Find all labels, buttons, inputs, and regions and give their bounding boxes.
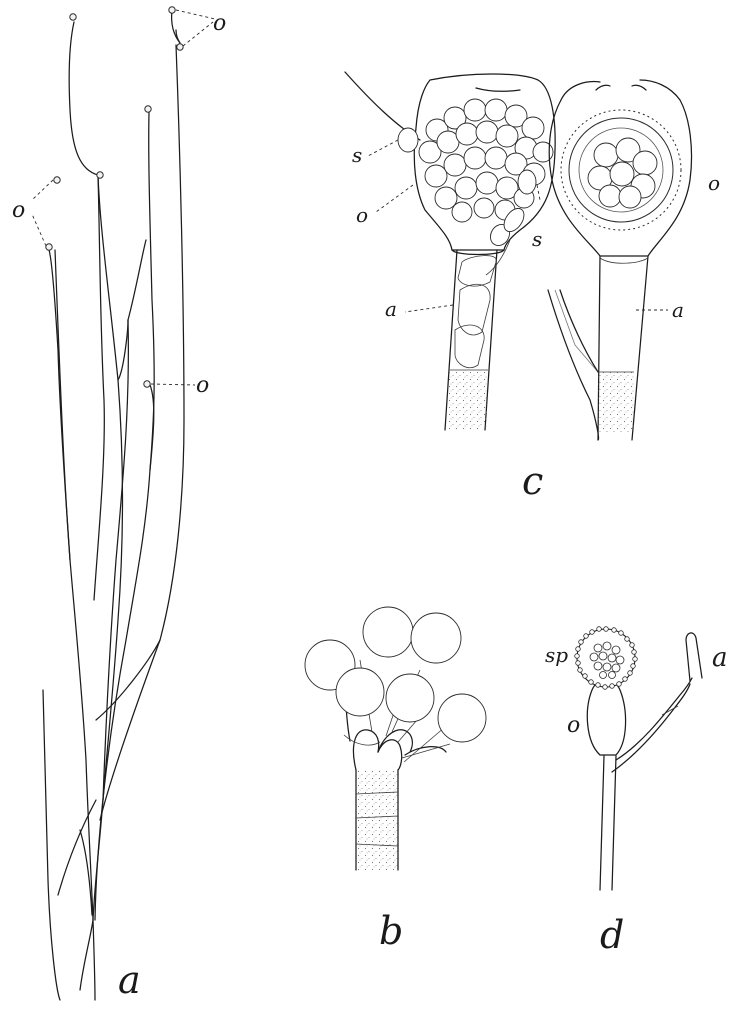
panel-a-label-o-top: o <box>213 11 226 36</box>
panel-d-label-o: o <box>567 713 580 738</box>
panel-b-letter: b <box>379 909 403 953</box>
panel-b-spore-cluster <box>305 607 486 870</box>
panel-c-label-a-right: a <box>672 298 684 322</box>
panel-c-label-o-left: o <box>356 203 368 227</box>
panel-d-sporangium: sp a o <box>545 627 728 890</box>
panel-c-label-a-left: a <box>385 297 397 321</box>
panel-c-letter: c <box>522 459 543 503</box>
panel-c-left-sporangium: s o s a <box>345 72 555 430</box>
panel-a-letter: a <box>118 958 141 1002</box>
panel-a-label-o-mid: o <box>196 373 209 398</box>
panel-a-label-o-left: o <box>12 198 25 223</box>
panel-d-label-sp: sp <box>545 643 568 667</box>
panel-d-letter: d <box>600 913 624 957</box>
panel-c-label-s-lower: s <box>532 227 542 251</box>
panel-c-right-oogonium: o a <box>548 80 720 440</box>
panel-d-label-a: a <box>712 643 728 673</box>
panel-c-label-o-right: o <box>708 171 720 195</box>
panel-c-label-s-upper: s <box>352 143 362 167</box>
panel-a-branching-hyphae: o o o a <box>12 7 226 1002</box>
